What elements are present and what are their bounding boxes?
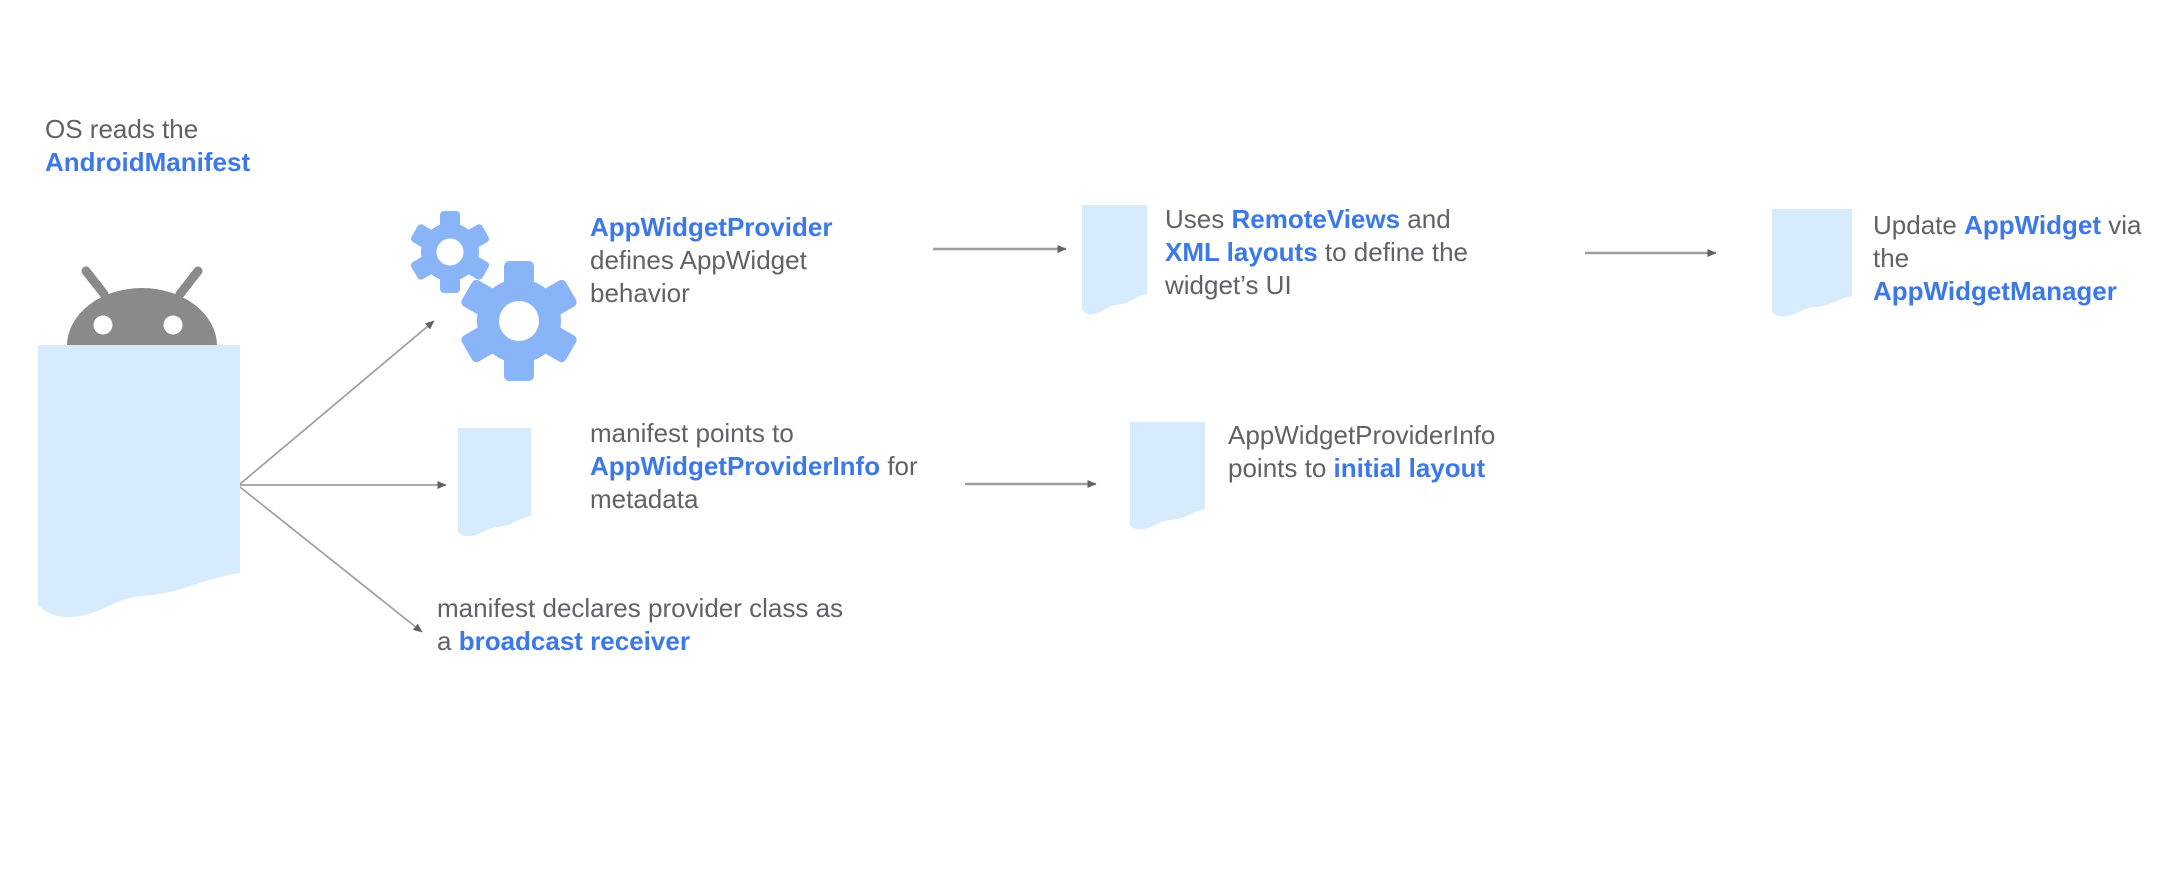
androidmanifest-link-text: AndroidManifest [45, 147, 251, 177]
update-text: Update [1873, 210, 1965, 240]
gears-icon [410, 211, 577, 381]
os-reads-manifest-label: OS reads the AndroidManifest [45, 113, 250, 179]
manifest-declares-text: manifest declares provider class as [437, 593, 844, 623]
remoteviews-link-text: RemoteViews [1231, 204, 1401, 234]
broadcast-receiver-label: manifest declares provider class as a br… [437, 592, 843, 658]
for-text: for [880, 451, 918, 481]
update-document-icon [1772, 209, 1852, 317]
metadata-document-icon [458, 428, 531, 537]
to-define-text: to define the [1317, 237, 1469, 267]
androidmanifest-line: AndroidManifest [45, 146, 250, 179]
manifest-points-label: manifest points to AppWidgetProviderInfo… [590, 417, 918, 516]
appwidgetproviderinfo-link-text: AppWidgetProviderInfo [590, 451, 881, 481]
metadata-text: metadata [590, 484, 699, 514]
defines-appwidget-text: defines AppWidget [590, 245, 807, 275]
xml-layouts-link-text: XML layouts [1165, 237, 1318, 267]
initial-layout-document-icon [1130, 422, 1205, 530]
android-robot-icon [67, 266, 217, 346]
remoteviews-document-icon [1082, 205, 1147, 315]
appwidgetproviderinfo-text: AppWidgetProviderInfo [1228, 420, 1496, 450]
broadcast-receiver-link-text: broadcast receiver [458, 626, 690, 656]
providerinfo-points-label: AppWidgetProviderInfo points to initial … [1228, 419, 1495, 485]
os-reads-text: OS reads the [45, 114, 199, 144]
widgets-ui-text: widget’s UI [1165, 270, 1292, 300]
manifest-document-shape [38, 345, 240, 617]
appwidgetprovider-label: AppWidgetProvider defines AppWidget beha… [590, 211, 832, 310]
android-manifest-icon [38, 266, 240, 617]
robot-left-eye [93, 315, 113, 335]
update-appwidget-label: Update AppWidget via the AppWidgetManage… [1873, 209, 2142, 308]
initial-layout-link-text: initial layout [1333, 453, 1486, 483]
os-reads-line: OS reads the [45, 113, 250, 146]
points-to-text: points to [1228, 453, 1334, 483]
and-text: and [1400, 204, 1451, 234]
remoteviews-label: Uses RemoteViews and XML layouts to defi… [1165, 203, 1468, 302]
appwidgetmanager-link-text: AppWidgetManager [1873, 276, 2117, 306]
appwidget-link-text: AppWidget [1964, 210, 2102, 240]
via-text: via [2101, 210, 2142, 240]
robot-right-eye [163, 315, 183, 335]
manifest-points-to-text: manifest points to [590, 418, 794, 448]
arrow-manifest-to-gears [239, 320, 435, 485]
large-gear-icon [461, 261, 577, 381]
behavior-text: behavior [590, 278, 690, 308]
uses-text: Uses [1165, 204, 1232, 234]
the-text: the [1873, 243, 1910, 273]
a-text: a [437, 626, 459, 656]
arrow-manifest-to-broadcast [239, 486, 423, 633]
appwidgetprovider-link-text: AppWidgetProvider [590, 212, 833, 242]
small-gear-icon [410, 211, 490, 293]
